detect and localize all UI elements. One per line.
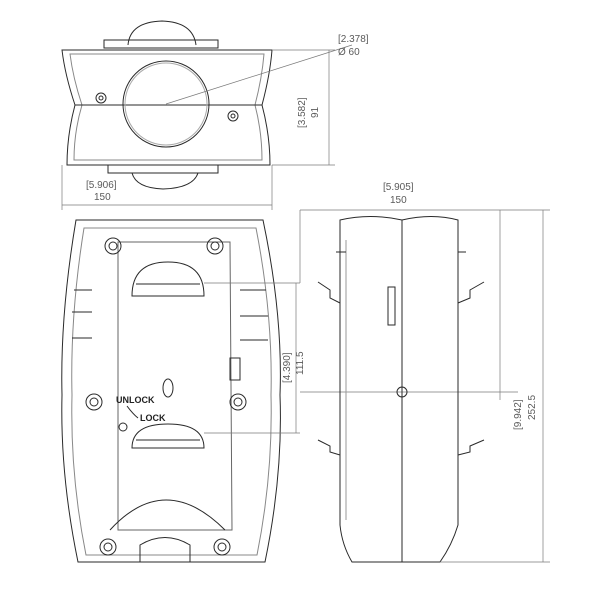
top-screw-right: [227, 110, 239, 122]
bottom-notch: [139, 537, 191, 562]
pole-ring-inner: [124, 62, 208, 146]
lock-symbol: [118, 422, 128, 432]
lower-slot: [131, 423, 205, 449]
front-inner-plate: [117, 241, 233, 531]
bracket-right-top: [457, 281, 485, 304]
top-screw-left: [95, 92, 107, 104]
front-body-inner: [71, 227, 272, 556]
side-step: [387, 286, 396, 326]
side-center-hole: [396, 386, 408, 398]
screw-bottom-right-inner: [217, 542, 227, 552]
unlock-label: UNLOCK: [116, 395, 155, 405]
ring-dim-mm: Ø 60: [338, 47, 360, 58]
top-height-dim-in: [3.582]: [297, 97, 308, 128]
screw-top-right-inner: [210, 241, 220, 251]
top-height-dim-mm: 91: [310, 106, 321, 118]
pole-ring: [122, 60, 210, 148]
top-cap: [127, 20, 197, 46]
bottom-cap: [131, 172, 199, 190]
lock-label: LOCK: [140, 413, 166, 423]
screw-mid-right-inner: [233, 397, 243, 407]
lock-arrow: [126, 405, 139, 419]
screw-mid-left: [85, 393, 103, 411]
front-body-outline: [61, 219, 281, 563]
screw-bottom-left-inner: [103, 542, 113, 552]
top-view: [61, 20, 273, 190]
side-view: [317, 216, 485, 563]
bottom-cap-base: [107, 164, 219, 174]
screw-top-left-inner: [108, 241, 118, 251]
lock-knob: [229, 357, 241, 381]
bracket-left-bottom: [317, 439, 341, 456]
top-width-dim-mm: 150: [94, 192, 111, 203]
side-width-dim-in: [5.905]: [383, 182, 414, 193]
screw-top-right: [206, 237, 224, 255]
ring-leader: [165, 44, 353, 105]
top-body-outline: [61, 49, 273, 166]
ring-dim-in: [2.378]: [338, 34, 369, 45]
bracket-left-top: [317, 281, 341, 304]
top-cap-base: [103, 39, 219, 49]
bracket-right-bottom: [457, 439, 485, 456]
screw-mid-left-inner: [89, 397, 99, 407]
screw-bottom-right: [213, 538, 231, 556]
side-height-dim-in: [9.942]: [513, 399, 524, 430]
bottom-arch: [109, 499, 226, 531]
spacing-dim-in: [4.390]: [282, 352, 293, 383]
screw-bottom-left: [99, 538, 117, 556]
top-screw-left-inner: [98, 95, 104, 101]
screw-mid-right: [229, 393, 247, 411]
side-height-dim-mm: 252.5: [527, 395, 538, 420]
side-width-dim-mm: 150: [390, 195, 407, 206]
center-hole: [162, 378, 174, 398]
top-width-dim-in: [5.906]: [86, 180, 117, 191]
front-view-dimensions: [204, 282, 518, 434]
spacing-dim-mm: 111.5: [295, 351, 306, 375]
top-screw-right-inner: [230, 113, 236, 119]
screw-top-left: [104, 237, 122, 255]
front-view: [61, 219, 281, 563]
top-view-dimensions: [61, 44, 353, 210]
upper-slot: [131, 261, 205, 297]
side-view-dimensions: [299, 209, 550, 563]
side-body-outline: [339, 216, 459, 563]
top-body-inner: [69, 53, 265, 161]
